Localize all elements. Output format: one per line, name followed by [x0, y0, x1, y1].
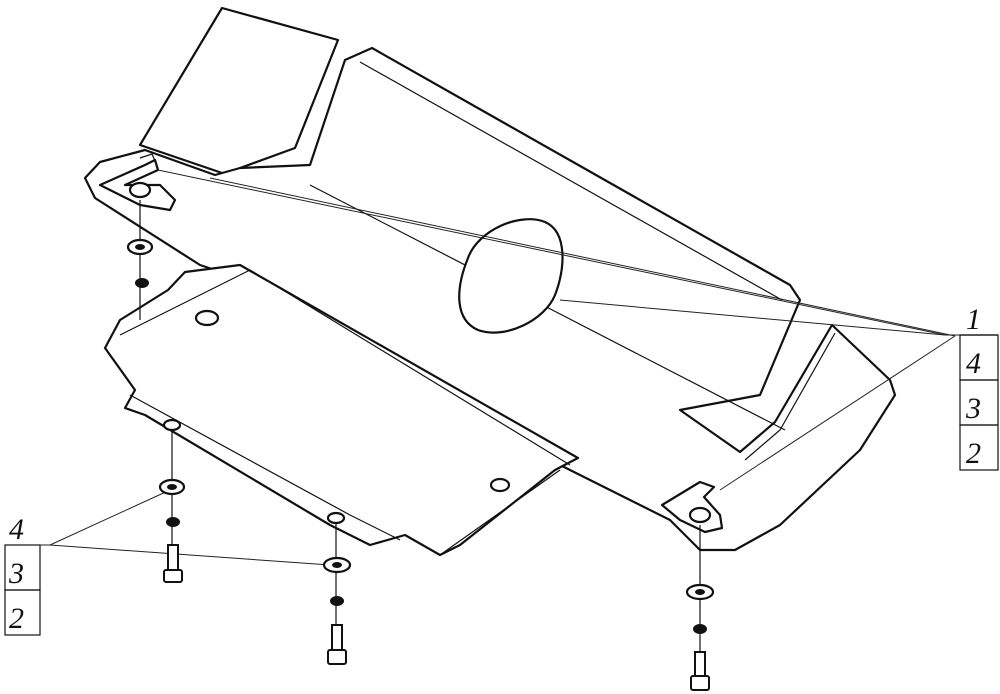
washer-hole [695, 589, 705, 595]
right-bracket-hole [688, 506, 712, 524]
callout-2: 2 [966, 437, 981, 470]
washer-hole [135, 244, 145, 250]
callout-1: 1 [966, 303, 981, 336]
lock-washer [166, 517, 180, 527]
callout-3: 3 [965, 392, 981, 425]
lock-washer [330, 596, 344, 606]
callout-left-4: 4 [9, 513, 24, 546]
washer-hole [167, 484, 177, 490]
bolt-shank [167, 544, 179, 574]
front-plate-slot-mid [326, 511, 346, 525]
left-wing-flap [138, 6, 340, 177]
bolt-head [327, 649, 347, 665]
fastener-stack-left-upper [126, 238, 154, 288]
callout-table-left: 4 3 2 [4, 513, 41, 636]
fastener-stack-middle [322, 556, 352, 665]
front-plate-slot-left [162, 418, 182, 432]
washer-hole [332, 562, 342, 568]
callout-left-2: 2 [9, 602, 24, 635]
bolt-shank [331, 624, 343, 654]
callout-4: 4 [966, 347, 981, 380]
bolt-head [690, 675, 710, 691]
fastener-stack-right [685, 583, 715, 691]
callout-table-right: 1 4 3 2 [959, 303, 999, 471]
lock-washer [135, 278, 149, 288]
front-plate-slot-right [489, 477, 511, 493]
fastener-stack-left-lower [158, 478, 186, 583]
left-bracket-hole [128, 181, 152, 199]
lock-washer [693, 624, 707, 634]
front-plate-hole [194, 309, 220, 327]
bolt-head [163, 569, 183, 583]
lower-front-plate [103, 263, 580, 557]
callout-left-3: 3 [8, 557, 24, 590]
